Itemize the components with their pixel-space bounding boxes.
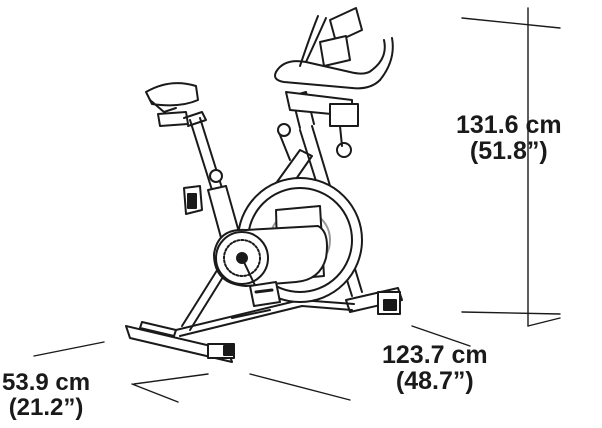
drive-cover — [213, 225, 328, 307]
height-metric: 131.6 cm — [456, 111, 562, 139]
height-guide-lines — [461, 7, 561, 327]
width-imperial: (21.2”) — [8, 394, 84, 422]
seat-assembly — [145, 82, 245, 257]
bottle-holder — [183, 185, 203, 215]
depth-dimension-label: 123.7 cm (48.7”) — [382, 342, 488, 395]
width-guide-lines — [33, 341, 209, 403]
handlebar-assembly — [274, 7, 394, 158]
height-dimension-label: 131.6 cm (51.8”) — [456, 112, 562, 165]
width-dimension-label: 53.9 cm (21.2”) — [2, 369, 91, 422]
base-frame — [125, 287, 403, 363]
depth-metric: 123.7 cm — [382, 341, 488, 369]
depth-imperial: (48.7”) — [395, 367, 474, 396]
height-imperial: (51.8”) — [469, 137, 548, 166]
depth-guide-lines — [249, 325, 471, 401]
width-metric: 53.9 cm — [2, 369, 91, 396]
